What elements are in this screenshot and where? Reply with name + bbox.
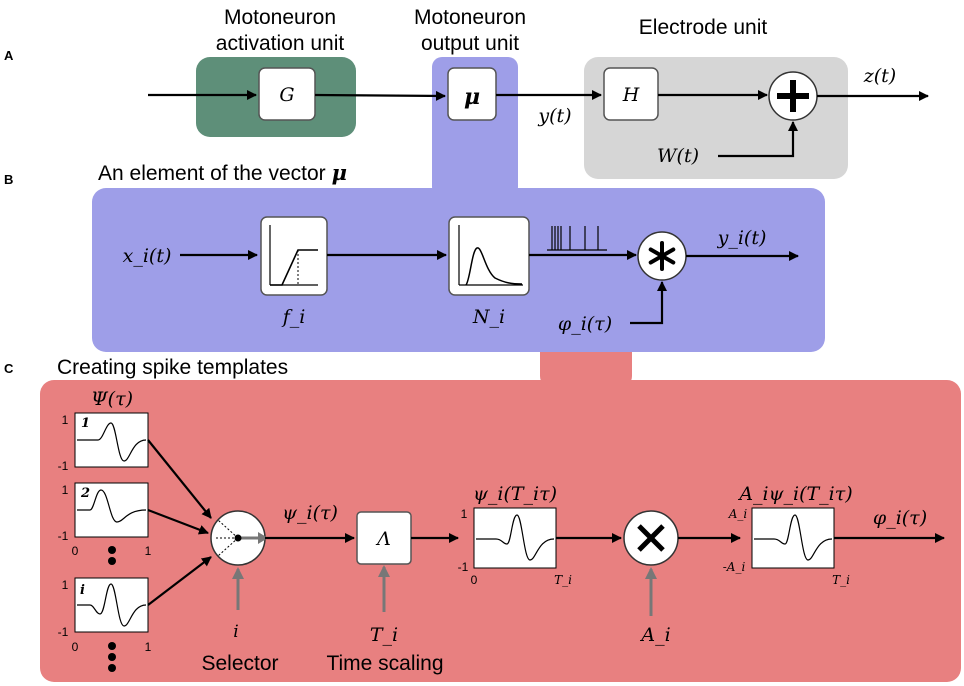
multiply-icon [623,510,679,566]
template-index-2: 2 [80,486,90,501]
template-1-ybottom: -1 [58,459,69,473]
output-title-line2: output unit [421,32,519,55]
final-ytop: A_i [728,507,748,521]
template-2-ybottom: -1 [58,529,69,543]
template-plot-i [74,577,149,633]
signal-z: z(t) [863,65,896,87]
template-i-xleft: 0 [72,640,79,654]
electrode-title: Electrode unit [639,16,768,39]
template-2-ytop: 1 [62,483,69,497]
sum-icon [768,71,818,121]
final-ybottom: -A_i [723,560,746,574]
panel-label-c: C [4,361,14,376]
template-2-xright: 1 [145,544,152,558]
final-template-plot [751,507,835,569]
template-index-1: 1 [81,416,90,431]
bank-label: Ψ(τ) [91,388,133,410]
final-xright: T_i [832,573,850,587]
mu-block-label: μ [464,84,480,110]
n-label: N_i [472,306,505,328]
scaled-xright: T_i [554,573,572,587]
g-block [258,67,316,121]
template-i-ytop: 1 [62,578,69,592]
selector-icon [210,510,268,566]
selector-index: i [233,622,238,642]
panel-label-a: A [4,48,14,63]
lambda-label: Λ [375,528,391,550]
scaled-template-plot [473,507,557,569]
activation-title-line1: Motoneuron [224,6,336,29]
template-index-i: i [80,583,85,598]
time-scaling-caption: Time scaling [326,652,443,675]
spike-train [547,226,607,251]
template-1-ytop: 1 [62,413,69,427]
ellipsis-dots-lower [108,642,116,672]
template-i-ybottom: -1 [58,625,69,639]
output-title-line1: Motoneuron [414,6,526,29]
h-block-label: H [622,84,640,106]
distribution-curve [458,225,523,286]
template-i-xright: 1 [145,640,152,654]
selector-output: ψ_i(τ) [282,502,338,524]
activation-title-line2: activation unit [216,32,345,55]
scaled-label: ψ_i(T_iτ) [473,483,557,505]
template-plot-1 [74,412,149,468]
output-y: y_i(t) [717,227,767,249]
selector-caption: Selector [201,652,278,675]
panel-label-b: B [4,172,13,187]
ellipsis-dots-upper [108,546,116,565]
phi-output: φ_i(τ) [873,507,927,529]
scaled-ybottom: -1 [458,560,469,574]
ti-input: T_i [370,624,398,646]
scaled-xleft: 0 [471,573,478,587]
signal-w: W(t) [657,145,699,167]
input-x: x_i(t) [123,245,172,267]
template-2-xleft: 0 [72,544,79,558]
saturation-curve [269,225,318,286]
final-label: A_iψ_i(T_iτ) [737,483,852,505]
templates-title: Creating spike templates [57,356,288,379]
scaled-ytop: 1 [461,507,468,521]
g-block-label: G [279,84,294,106]
f-label: f_i [281,306,306,328]
amplitude-input: A_i [639,624,670,646]
convolution-icon [637,231,687,281]
f-block [260,216,328,296]
phi-label-b: φ_i(τ) [558,313,612,335]
signal-y: y(t) [537,105,571,127]
